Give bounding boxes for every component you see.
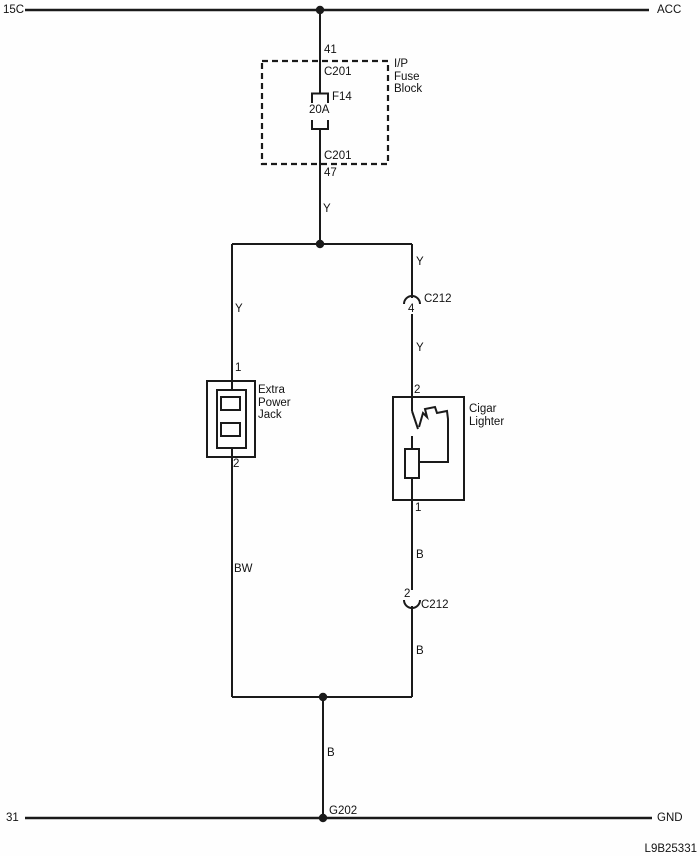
jack-name-line3: Jack [258,409,282,422]
jack-name-line1: Extra [258,384,285,396]
fuse-block-dashed-box [260,59,390,166]
cigar-lighter-heater-resistor [404,448,420,479]
jack-outer-box [206,380,256,458]
jack-contact-bottom [220,422,241,437]
c212-bottom-pin-label: 2 [404,588,411,600]
jack-branch-wire-color-label: Y [235,303,243,315]
cigar-lighter-name-label: Cigar Lighter [469,403,504,428]
jack-ground-wire-color-label: BW [234,563,253,575]
fuse-symbol-top-bracket [311,92,329,103]
fuse-symbol-bottom-bracket [311,120,329,130]
cigar-lighter-name-line2: Lighter [469,415,505,428]
c212-top-connector-arc [403,295,421,305]
cigar-lighter-pin-bottom-label: 1 [415,502,422,514]
jack-pin-top-label: 1 [235,362,242,374]
cigar-lighter-element-zigzag [418,405,449,463]
cigar-lighter-pin-top-label: 2 [414,384,421,396]
ground-point-label: G202 [329,805,358,817]
extra-power-jack-name-label: Extra Power Jack [258,384,291,422]
fuse-id-label: F14 [332,91,352,103]
fuse-rating-label: 20A [309,104,330,116]
lighter-branch-lower-wire-color-label: Y [416,342,424,354]
main-ground-wire-color-label: B [327,747,335,759]
c212-top-name-label: C212 [424,293,452,305]
c212-bottom-name-label: C212 [421,599,449,611]
feed-wire-color-label: Y [323,203,331,215]
cigar-lighter-blade [411,410,419,430]
fuse-block-name-line2: Fuse [394,70,420,83]
jack-contact-top [220,396,241,411]
fuse-block-pin-bottom-label: 47 [324,167,337,179]
branch-junction-dot [315,239,325,249]
lighter-branch-upper-wire-color-label: Y [416,256,424,268]
fuse-block-name-line3: Block [394,83,423,96]
lighter-ground-lower-wire-color-label: B [416,645,424,657]
fuse-block-name-label: I/P Fuse Block [394,58,422,96]
fuse-block-connector-bottom-label: C201 [324,150,352,162]
top-rail-left-label: 15C [3,4,25,16]
jack-name-line2: Power [258,396,291,409]
bottom-rail-right-label: GND [657,812,683,824]
diagram-code-label: L9B25331 [644,843,697,855]
cigar-lighter-name-line1: Cigar [469,403,497,415]
lighter-ground-upper-wire-color-label: B [416,549,424,561]
bottom-rail-left-label: 31 [6,812,19,824]
cigar-lighter-box [392,396,465,501]
c212-top-pin-label: 4 [408,303,415,315]
top-rail-right-label: ACC [657,4,682,16]
fuse-block-pin-top-label: 41 [324,44,337,56]
jack-pin-bottom-label: 2 [233,458,240,470]
fuse-block-name-line1: I/P [394,58,409,70]
fuse-block-connector-top-label: C201 [324,66,352,78]
ground-rail-junction-dot [318,813,328,823]
